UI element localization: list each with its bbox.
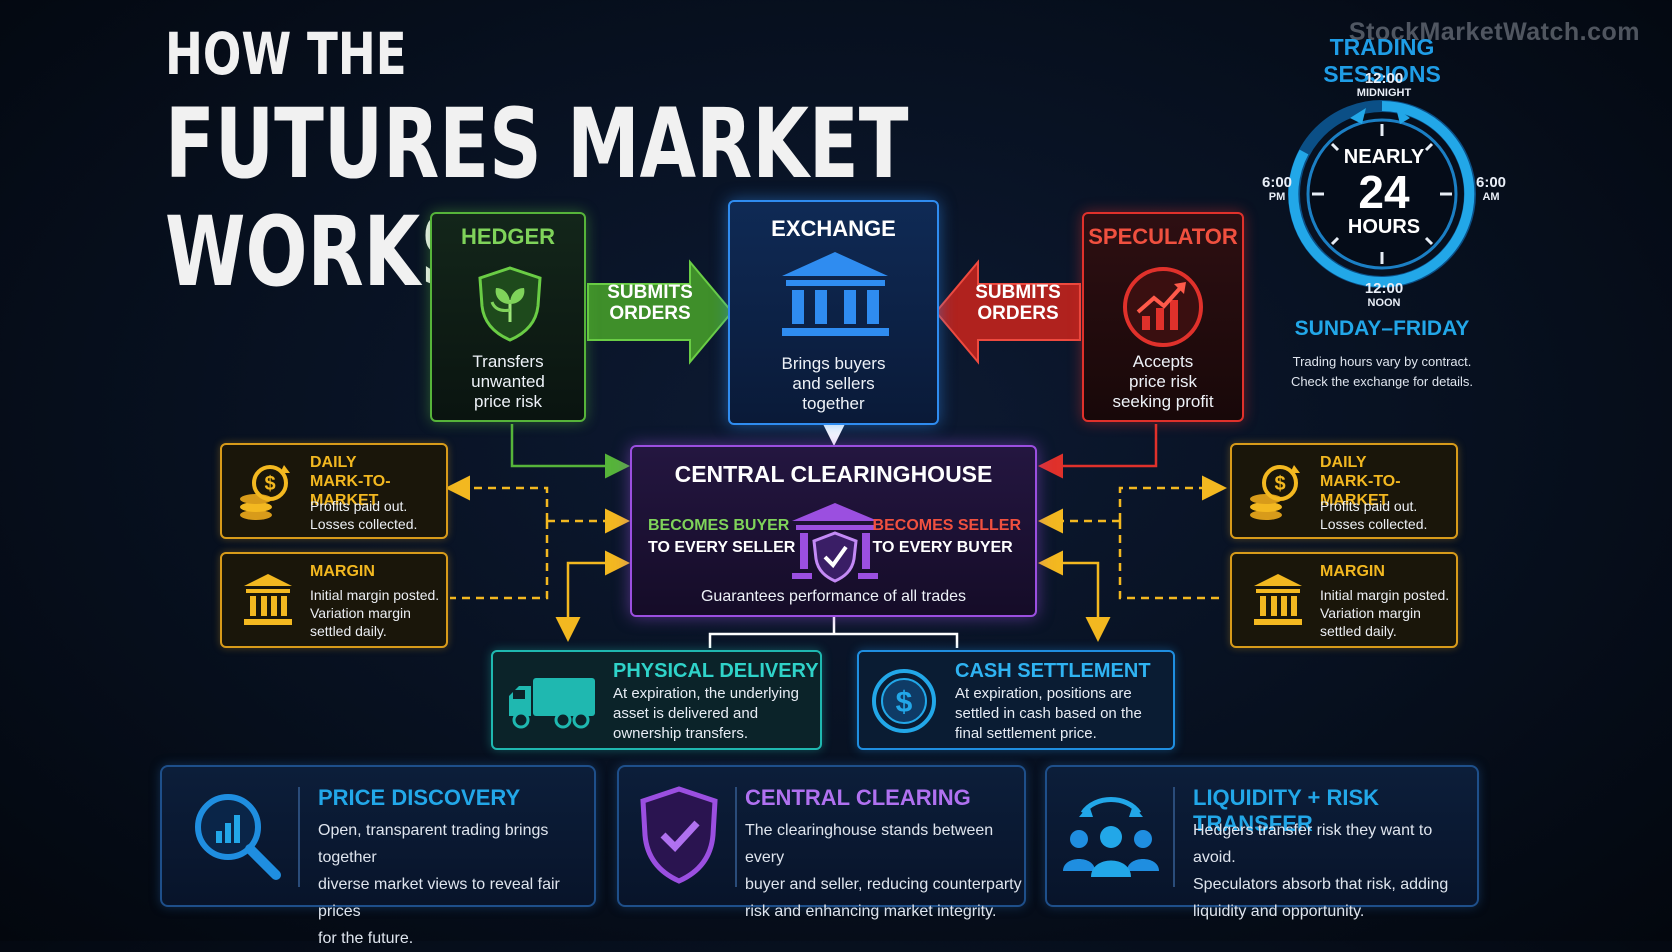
- title-line-2: FUTURES MARKET: [165, 88, 909, 200]
- trading-note: Trading hours vary by contract.Check the…: [1290, 354, 1474, 389]
- title-line-1: HOW THE: [165, 20, 407, 88]
- right-margin-title: MARGIN: [1320, 563, 1385, 580]
- clock-center-text: NEARLY 24 HOURS: [1343, 146, 1425, 238]
- benefit-title: LIQUIDITY + RISK TRANSFER: [1193, 785, 1380, 836]
- right-settlement-line: [1038, 550, 1111, 642]
- bank-icon: [1254, 574, 1302, 625]
- bank-building-icon: [782, 252, 889, 336]
- speculator-to-clearing-line: [1038, 424, 1158, 479]
- hedger-title: HEDGER: [460, 224, 556, 249]
- settlement-bracket: [708, 617, 959, 648]
- benefit-card-liquidity: LIQUIDITY + RISK TRANSFER Hedgers transf…: [1045, 765, 1479, 920]
- benefit-card-price-discovery: PRICE DISCOVERY Open, transparent tradin…: [160, 765, 596, 947]
- physical-delivery-card: PHYSICAL DELIVERY At expiration, the und…: [491, 650, 822, 750]
- left-mtm-dashed: [445, 475, 549, 521]
- svg-text:$: $: [1274, 473, 1285, 495]
- people-exchange-icon: [1063, 797, 1159, 877]
- trading-sessions-title: TRADING SESSIONS: [1323, 34, 1441, 87]
- physical-delivery-title: PHYSICAL DELIVERY: [613, 660, 819, 682]
- left-margin-dashed: [450, 521, 549, 600]
- shield-check-building-icon: [792, 503, 878, 583]
- left-margin-title: MARGIN: [310, 563, 375, 580]
- left-mtm-desc: Profits paid out.Losses collected.: [310, 498, 418, 532]
- exchange-title: EXCHANGE: [771, 216, 896, 241]
- benefit-desc: Open, transparent trading brings togethe…: [318, 822, 560, 947]
- magnifier-chart-icon: [195, 794, 281, 880]
- shield-check-icon: [640, 786, 718, 884]
- coins-cycle-icon: $: [1250, 465, 1300, 520]
- right-mtm-dashed: [1118, 475, 1227, 521]
- bank-icon: [244, 574, 292, 625]
- benefit-title: CENTRAL CLEARING: [745, 785, 971, 810]
- submits-orders-arrow-right: [934, 259, 1081, 365]
- left-margin-card: MARGIN Initial margin posted.Variation m…: [220, 552, 448, 648]
- benefit-card-central-clearing: CENTRAL CLEARING The clearinghouse stand…: [617, 765, 1026, 920]
- right-mtm-desc: Profits paid out.Losses collected.: [1320, 498, 1428, 532]
- submits-orders-arrow-left: [587, 259, 734, 365]
- benefit-title: PRICE DISCOVERY: [318, 785, 521, 810]
- left-settlement-line: [555, 550, 630, 642]
- right-margin-card: MARGIN Initial margin posted.Variation m…: [1230, 552, 1458, 648]
- svg-text:$: $: [264, 473, 275, 495]
- coins-cycle-icon: $: [240, 465, 290, 520]
- title-line-3: WORKS: [165, 196, 473, 308]
- clearinghouse-title: CENTRAL CLEARINGHOUSE: [674, 461, 993, 487]
- truck-icon: [509, 678, 595, 729]
- cash-settlement-card: $ CASH SETTLEMENT At expiration, positio…: [857, 650, 1175, 750]
- svg-text:$: $: [896, 686, 913, 719]
- right-margin-dashed: [1118, 521, 1222, 600]
- hedger-to-clearing-line: [510, 424, 630, 479]
- cash-settlement-title: CASH SETTLEMENT: [955, 660, 1151, 682]
- watermark: StockMarketWatch.com: [1348, 18, 1640, 46]
- shield-leaf-icon: [478, 266, 542, 342]
- dollar-coin-icon: $: [872, 669, 936, 733]
- trading-days: SUNDAY–FRIDAY: [1294, 317, 1470, 340]
- becomes-buyer-label: BECOMES BUYER TO EVERY SELLER: [648, 517, 796, 556]
- clearinghouse-footer: Guarantees performance of all trades: [700, 588, 967, 605]
- becomes-seller-label: BECOMES SELLER TO EVERY BUYER: [872, 517, 1021, 556]
- speculator-title: SPECULATOR: [1088, 224, 1238, 249]
- clearinghouse-box: CENTRAL CLEARINGHOUSE BECOMES BUYER TO E…: [630, 445, 1037, 617]
- benefit-desc: Hedgers transfer risk they want to avoid…: [1193, 822, 1449, 920]
- rising-chart-icon: [1123, 267, 1203, 347]
- clock-24h-icon: [1288, 100, 1476, 288]
